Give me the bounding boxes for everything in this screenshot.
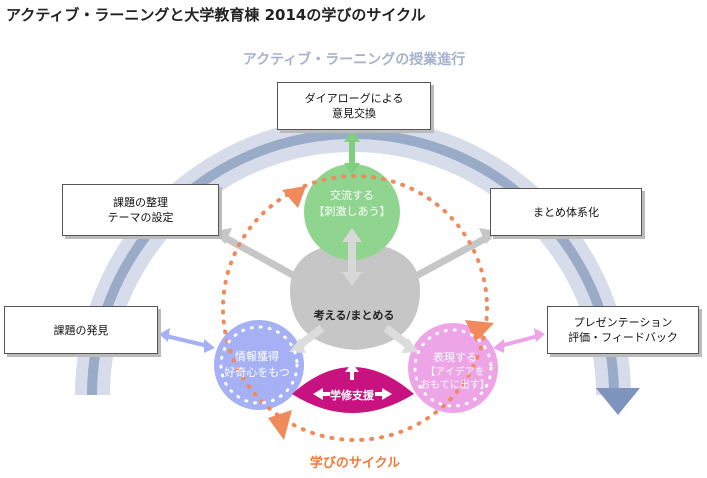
organize-box-line-2: テーマの設定 xyxy=(107,211,174,224)
dialogue-box: ダイアローグによる 意見交換 xyxy=(277,82,431,130)
express-circle-line-2: 【アイデアを xyxy=(425,365,485,378)
present-box-line-2: 評価・フィードバック xyxy=(568,331,678,344)
info-circle-line-1: 情報獲得 xyxy=(235,350,279,363)
support-lens xyxy=(292,367,414,413)
organize-box: 課題の整理 テーマの設定 xyxy=(62,184,219,236)
dialogue-box-line-2: 意見交換 xyxy=(332,107,376,120)
summarize-box: まとめ体系化 xyxy=(490,188,642,236)
info-circle-dots xyxy=(219,325,299,405)
present-box-line-1: プレゼンテーション xyxy=(573,316,673,329)
summarize-box-line-1: まとめ体系化 xyxy=(533,205,599,219)
exchange-circle-line-1: 交流する xyxy=(330,188,374,202)
exchange-circle xyxy=(304,164,400,260)
support-lens-label: 学修支援 xyxy=(330,388,375,402)
express-circle-line-1: 表現する xyxy=(433,350,477,364)
express-circle-dots xyxy=(413,328,493,408)
discover-box-line-1: 課題の発見 xyxy=(53,323,109,337)
cycle-arrowhead-top-left xyxy=(282,186,306,208)
express-circle-line-3: おもてに出す】 xyxy=(420,378,490,391)
express-circle xyxy=(408,323,498,413)
gray-arrows xyxy=(214,228,497,353)
info-circle xyxy=(214,320,304,410)
diagram-title: アクティブ・ラーニングと大学教育棟 2014の学びのサイクル xyxy=(6,6,426,24)
think-hub-label: 考える/まとめる xyxy=(314,308,395,322)
dialogue-arrow xyxy=(344,130,360,175)
support-arrows xyxy=(313,363,392,400)
dialogue-box-line-1: ダイアローグによる xyxy=(304,92,404,105)
info-circle-line-2: 好奇心をもつ xyxy=(224,365,290,379)
think-hub xyxy=(290,242,420,350)
discover-box: 課題の発見 xyxy=(4,306,158,354)
cycle-label: 学びのサイクル xyxy=(310,455,400,471)
exchange-circle-line-2: 【刺激しあう】 xyxy=(314,204,391,218)
cycle-arrowhead-bottom-left xyxy=(268,410,292,440)
present-box: プレゼンテーション 評価・フィードバック xyxy=(547,306,699,354)
cycle-arrowhead-right xyxy=(465,320,494,342)
progress-arc-arrowhead xyxy=(596,388,640,415)
learning-cycle-dots xyxy=(221,174,489,442)
present-arrow xyxy=(493,328,545,353)
discover-arrow xyxy=(159,328,215,353)
organize-box-line-1: 課題の整理 xyxy=(113,196,168,209)
arc-label: アクティブ・ラーニングの授業進行 xyxy=(243,51,465,68)
